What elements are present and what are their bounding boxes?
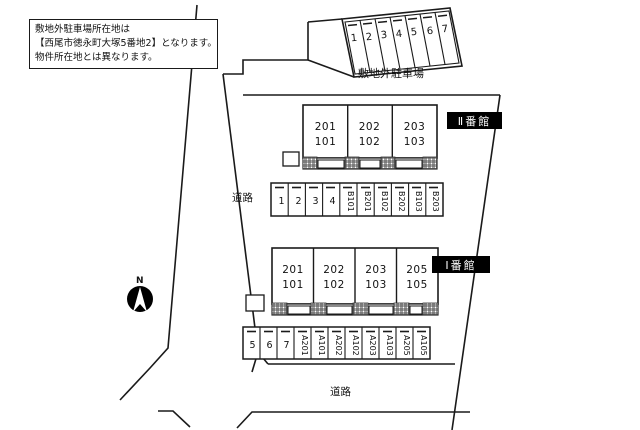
- middle-stall-number: B202: [397, 191, 406, 212]
- unit-lower: 102: [323, 279, 345, 291]
- unit-cell: 201 101: [303, 120, 348, 150]
- unit-lower: 103: [365, 279, 387, 291]
- bottom-stall-number: 5: [249, 340, 256, 351]
- road-left-label: 道路: [232, 192, 253, 204]
- building-1: [245, 247, 439, 316]
- middle-stall-number: B103: [414, 191, 423, 212]
- offsite-stall-number: 6: [426, 25, 434, 38]
- unit-cell: 201 101: [272, 263, 314, 293]
- unit-cell: 203 103: [392, 120, 437, 150]
- offsite-stall-number: 3: [380, 29, 388, 42]
- unit-lower: 103: [403, 136, 426, 148]
- unit-lower: 101: [282, 279, 304, 291]
- unit-upper: 205: [406, 264, 428, 276]
- unit-upper: 203: [403, 121, 426, 133]
- utility-box: [245, 294, 265, 312]
- offsite-stall-number: 5: [410, 26, 418, 39]
- unit-upper: 202: [323, 264, 345, 276]
- unit-lower: 101: [314, 136, 337, 148]
- parking-row-bottom: [242, 326, 431, 360]
- unit-upper: 203: [365, 264, 387, 276]
- note-line-1: 敷地外駐車場所在地は: [35, 24, 131, 35]
- north-label: N: [136, 276, 144, 286]
- middle-stall-number: B102: [380, 191, 389, 212]
- unit-upper: 202: [358, 121, 381, 133]
- entrance-blocks: [287, 305, 423, 315]
- offsite-parking-label: 敷地外駐車場: [358, 67, 424, 80]
- offsite-stall-number: 4: [395, 28, 403, 41]
- building-2: [282, 104, 438, 170]
- unit-cell: 203 103: [355, 263, 397, 293]
- bottom-stall-number: A105: [419, 335, 428, 356]
- middle-stall-number: B101: [346, 191, 355, 212]
- bottom-stall-number: A203: [368, 335, 377, 356]
- middle-stall-number: B201: [363, 191, 372, 212]
- middle-stall-number: 4: [329, 196, 336, 207]
- bottom-stall-number: A101: [317, 335, 326, 356]
- stair-blocks: [271, 302, 439, 316]
- road-bottom-label: 道路: [330, 386, 351, 398]
- note-line-2: 【西尾市徳永町大塚5番地2】となります。: [35, 38, 217, 49]
- north-compass-icon: [127, 286, 153, 312]
- site-boundary: [222, 22, 501, 430]
- entrance-blocks: [317, 159, 423, 169]
- middle-stall-number: 2: [295, 196, 302, 207]
- stair-blocks: [302, 156, 438, 170]
- offsite-stall-number: 1: [350, 32, 358, 45]
- offsite-stall-number: 2: [365, 31, 373, 44]
- utility-box: [282, 151, 300, 167]
- bottom-stall-number: 7: [283, 340, 290, 351]
- unit-lower: 102: [358, 136, 381, 148]
- bottom-stall-number: A201: [300, 335, 309, 356]
- offsite-stall-number: 7: [441, 23, 449, 36]
- unit-upper: 201: [282, 264, 304, 276]
- middle-stall-number: 1: [278, 196, 285, 207]
- unit-lower: 105: [406, 279, 428, 291]
- offsite-parking-block: [307, 7, 463, 78]
- unit-cell: 202 102: [313, 263, 355, 293]
- offsite-parking-note: 敷地外駐車場所在地は 【西尾市徳永町大塚5番地2】となります。 物件所在地とは異…: [29, 19, 218, 69]
- unit-cell: 205 105: [396, 263, 438, 293]
- unit-cell: 202 102: [347, 120, 392, 150]
- parking-row-middle: [270, 182, 444, 217]
- building-2-banner: Ⅱ番館: [447, 112, 502, 129]
- unit-upper: 201: [314, 121, 337, 133]
- bottom-stall-number: 6: [266, 340, 273, 351]
- road-bottom-far-edge: [158, 410, 470, 429]
- middle-stall-number: 3: [312, 196, 319, 207]
- note-line-3: 物件所在地とは異なります。: [35, 52, 158, 63]
- middle-stall-number: B203: [431, 191, 440, 212]
- bottom-stall-number: A205: [402, 335, 411, 356]
- bottom-stall-number: A102: [351, 335, 360, 356]
- building-1-banner: Ⅰ番館: [432, 256, 490, 273]
- bottom-stall-number: A103: [385, 335, 394, 356]
- bottom-stall-number: A202: [334, 335, 343, 356]
